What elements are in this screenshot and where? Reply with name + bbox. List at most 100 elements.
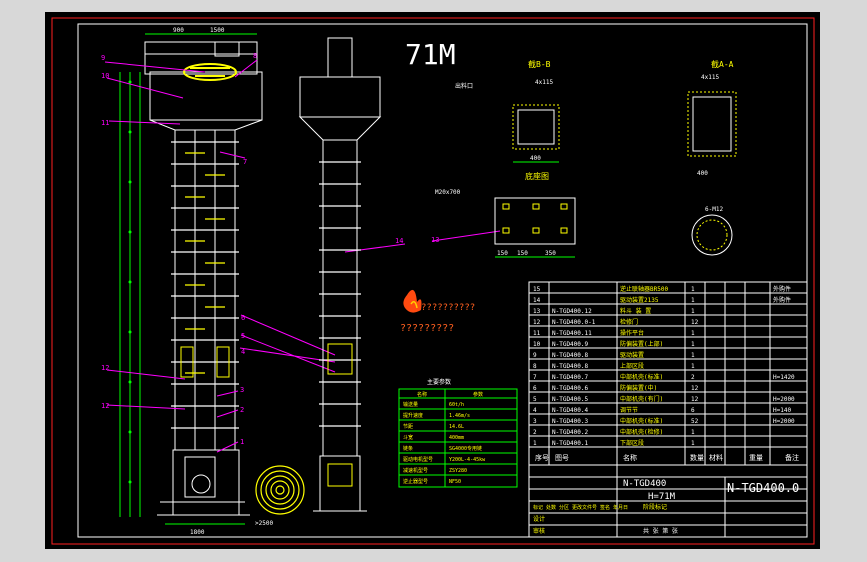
cad-drawing: 71M [51,17,815,545]
parts-cell-name: 调节节 [620,406,638,414]
parts-head-code: 图号 [555,454,569,462]
parts-cell-code: N-TGD400.12 [552,308,592,315]
parts-cell-code: N-TGD400.1 [552,440,589,447]
param-table-title: 主要参数 [427,378,451,386]
parts-cell-code: N-TGD400.8 [552,363,589,370]
base-plate-spec: M20x700 [435,189,461,196]
section-a-note: 出料口 [455,82,473,90]
balloon-7: 7 [243,158,247,166]
watermark-line-2: ????????? [400,323,454,334]
parts-cell-remark: 外购件 [773,296,791,304]
parts-cell-name: 中部机壳(检修) [620,428,663,436]
parts-cell-no: 5 [533,396,537,403]
parts-cell-no: 9 [533,352,537,359]
parts-cell-no: 15 [533,286,541,293]
parts-cell-qty: 1 [691,440,695,447]
param-value-4: 400mm [449,435,464,441]
parts-cell-qty: 1 [691,341,695,348]
parts-cell-name: 驱动装置 [620,351,644,359]
base-plate-detail: 底座图 M20x700 150 150 350 [435,171,576,258]
dim-bottom-2500: >2500 [255,520,273,527]
title-drawing-number: N-TGD400.0 [727,481,799,495]
parts-cell-remark: H=2000 [773,396,795,403]
parts-cell-no: 11 [533,330,541,337]
parts-cell-no: 7 [533,374,537,381]
dim-top-1500: 1500 [210,27,225,34]
elevator-front-view [119,33,305,525]
title-model: N-TGD400 [623,479,666,489]
param-value-8: NF50 [449,479,461,485]
section-a-detail: 截B-B 出料口 400 4x115 [455,59,560,163]
parts-cell-no: 4 [533,407,537,414]
param-name-2: 提升速度 [403,412,423,419]
balloon-11: 11 [101,119,109,127]
param-head-name: 名称 [417,391,427,398]
balloon-2: 2 [240,406,244,414]
parts-cell-code: N-TGD400.4 [552,407,589,414]
parts-cell-no: 13 [533,308,541,315]
parts-head-no: 序号 [535,453,549,462]
drawing-height-title: 71M [405,38,456,71]
title-sheet: 共 张 第 张 [643,527,678,535]
parts-cell-remark: H=140 [773,407,791,414]
parts-cell-name: 检修门 [620,318,638,326]
parts-cell-qty: 1 [691,330,695,337]
dim-top-900: 900 [173,27,184,34]
balloon-12b: 12 [101,402,109,410]
title-checked: 审核 [533,527,545,535]
parts-cell-code: N-TGD400.9 [552,341,589,348]
parts-cell-code: N-TGD400.8 [552,352,589,359]
parts-cell-qty: 12 [691,396,699,403]
parts-cell-qty: 1 [691,352,695,359]
param-value-6: Y200L-4-45kw [449,457,486,463]
parts-head-qty: 数量 [690,453,704,462]
parts-cell-no: 14 [533,297,541,304]
balloon-1: 1 [240,438,244,446]
title-stage: 阶段标记 [643,503,667,511]
parts-cell-qty: 1 [691,286,695,293]
outer-frame [51,17,815,545]
parts-cell-code: N-TGD400.5 [552,396,589,403]
parts-cell-no: 12 [533,319,541,326]
parts-cell-no: 1 [533,440,537,447]
section-a-hole-dim: 4x115 [535,79,553,86]
parts-cell-qty: 12 [691,319,699,326]
watermark-logo: ?????????? ????????? [400,289,475,334]
balloon-10: 10 [101,72,109,80]
parts-cell-name: 料斗 装 置 [620,307,651,315]
parts-cell-code: N-TGD400.2 [552,429,589,436]
parts-cell-qty: 1 [691,363,695,370]
parts-cell-no: 3 [533,418,537,425]
param-name-8: 逆止器型号 [403,478,428,485]
parts-cell-name: 中部机壳(有门) [620,395,663,403]
parts-cell-code: N-TGD400.0-1 [552,319,596,326]
balloon-9: 9 [101,54,105,62]
parts-cell-qty: 6 [691,407,695,414]
parts-head-remark: 备注 [785,453,799,462]
part-balloons: 9 10 11 8 7 12 12 3 2 1 6 5 4 14 13 [101,52,439,446]
parts-cell-remark: H=2000 [773,418,795,425]
parts-head-weight: 重量 [749,454,763,462]
base-dim-2: 150 [517,250,528,257]
parts-cell-name: 防偏装置(中) [620,384,657,392]
parts-cell-name: 上部区段 [620,362,644,370]
parts-cell-name: 防偏装置(上部) [620,340,663,348]
parts-cell-name: 中部机壳(标准) [620,373,663,381]
param-value-5: SG4000专用链 [449,445,482,452]
parts-head-material: 材料 [709,453,723,462]
title-revision-note: 标记 处数 分区 更改文件号 签名 年月日 [533,504,628,511]
watermark-line-1: ?????????? [421,303,475,313]
parts-cell-no: 6 [533,385,537,392]
balloon-13: 13 [431,236,439,244]
balloon-5: 5 [241,332,245,340]
param-value-3: 14.6L [449,424,464,430]
param-name-7: 减速机型号 [403,467,428,474]
parts-cell-no: 2 [533,429,537,436]
section-b-detail: 截A-A 400 4x115 6-M12 [687,59,737,256]
param-name-4: 斗宽 [403,434,413,441]
title-designed: 设计 [533,515,545,523]
parts-cell-qty: 12 [691,385,699,392]
parts-cell-qty: 1 [691,308,695,315]
